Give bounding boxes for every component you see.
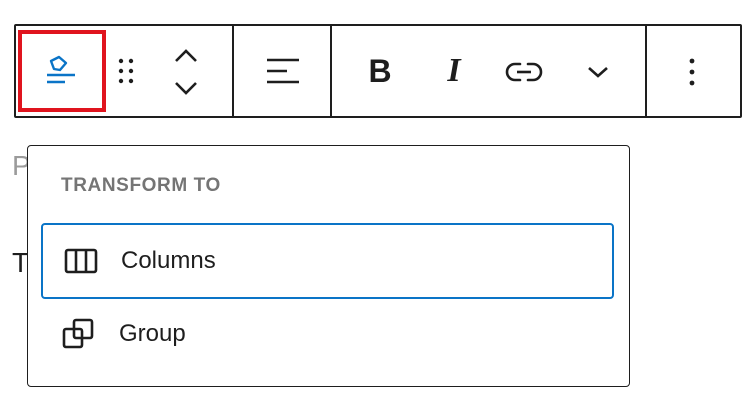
paragraph-tag-icon	[45, 54, 79, 88]
move-down-button[interactable]	[168, 76, 204, 100]
group-icon	[62, 317, 96, 351]
chevron-down-icon	[173, 80, 199, 96]
italic-icon: I	[447, 52, 461, 89]
background-paragraph-text: P	[12, 150, 31, 181]
link-button[interactable]	[502, 54, 546, 90]
drag-handle[interactable]	[108, 56, 144, 86]
chevron-up-icon	[173, 48, 199, 64]
bold-button[interactable]: B	[360, 50, 400, 92]
more-vertical-icon	[688, 57, 696, 87]
popover-heading: TRANSFORM TO	[61, 175, 221, 196]
transform-item-group[interactable]: Group	[41, 296, 614, 372]
move-up-button[interactable]	[168, 44, 204, 68]
align-left-icon	[265, 56, 301, 86]
menu-item-label: Columns	[121, 247, 216, 274]
menu-item-label: Group	[119, 320, 186, 347]
transform-item-columns[interactable]: Columns	[41, 223, 614, 299]
drag-handle-icon	[116, 57, 136, 85]
annotation-highlight-box	[18, 30, 106, 112]
more-formats-button[interactable]	[580, 60, 616, 84]
block-type-button[interactable]	[18, 30, 106, 112]
chevron-down-icon	[586, 65, 610, 79]
align-button[interactable]	[256, 50, 310, 92]
background-paragraph-text: T	[12, 247, 30, 278]
link-icon	[505, 61, 543, 83]
transform-popover: TRANSFORM TO Columns Group	[27, 145, 630, 387]
toolbar-divider	[330, 26, 332, 116]
toolbar-divider	[232, 26, 234, 116]
columns-icon	[64, 244, 98, 278]
italic-button[interactable]: I	[434, 50, 474, 92]
toolbar-divider	[645, 26, 647, 116]
bold-icon: B	[368, 53, 392, 89]
block-toolbar: B I	[14, 24, 742, 118]
options-button[interactable]	[674, 52, 710, 92]
